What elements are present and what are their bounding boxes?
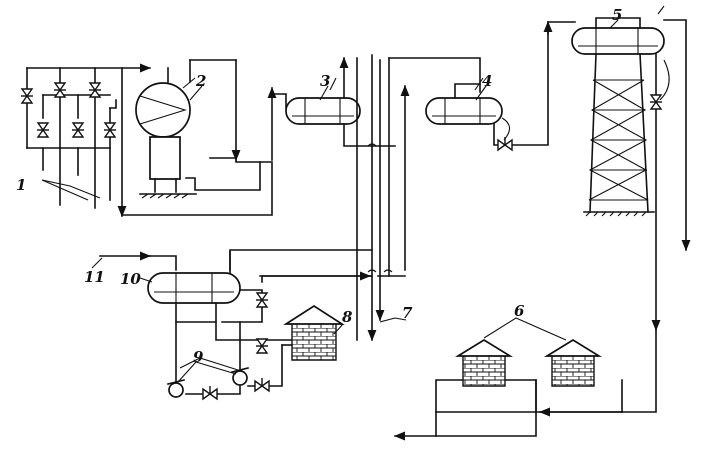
inlet-manifold bbox=[20, 63, 272, 218]
label-6: 6 bbox=[514, 302, 525, 320]
receivers-6 bbox=[393, 318, 622, 441]
label-2: 2 bbox=[195, 72, 206, 90]
label-11: 11 bbox=[84, 268, 105, 286]
separator-10 bbox=[100, 252, 372, 400]
label-4: 4 bbox=[482, 72, 492, 90]
label-8: 8 bbox=[342, 308, 353, 326]
label-7: 7 bbox=[402, 304, 413, 322]
callout-labels: 1 2 3 4 5 6 7 8 9 10 11 bbox=[16, 6, 622, 366]
tank-8 bbox=[282, 306, 342, 360]
header-pipes bbox=[230, 55, 480, 342]
drum-4 bbox=[426, 20, 553, 151]
tower-5 bbox=[548, 6, 691, 412]
label-9: 9 bbox=[193, 348, 204, 366]
drum-3 bbox=[267, 56, 395, 340]
label-1: 1 bbox=[16, 176, 26, 194]
leader-lines bbox=[92, 20, 618, 382]
label-5: 5 bbox=[612, 6, 622, 24]
label-3: 3 bbox=[320, 72, 330, 90]
label-10: 10 bbox=[120, 270, 141, 288]
separator-2 bbox=[136, 60, 260, 198]
